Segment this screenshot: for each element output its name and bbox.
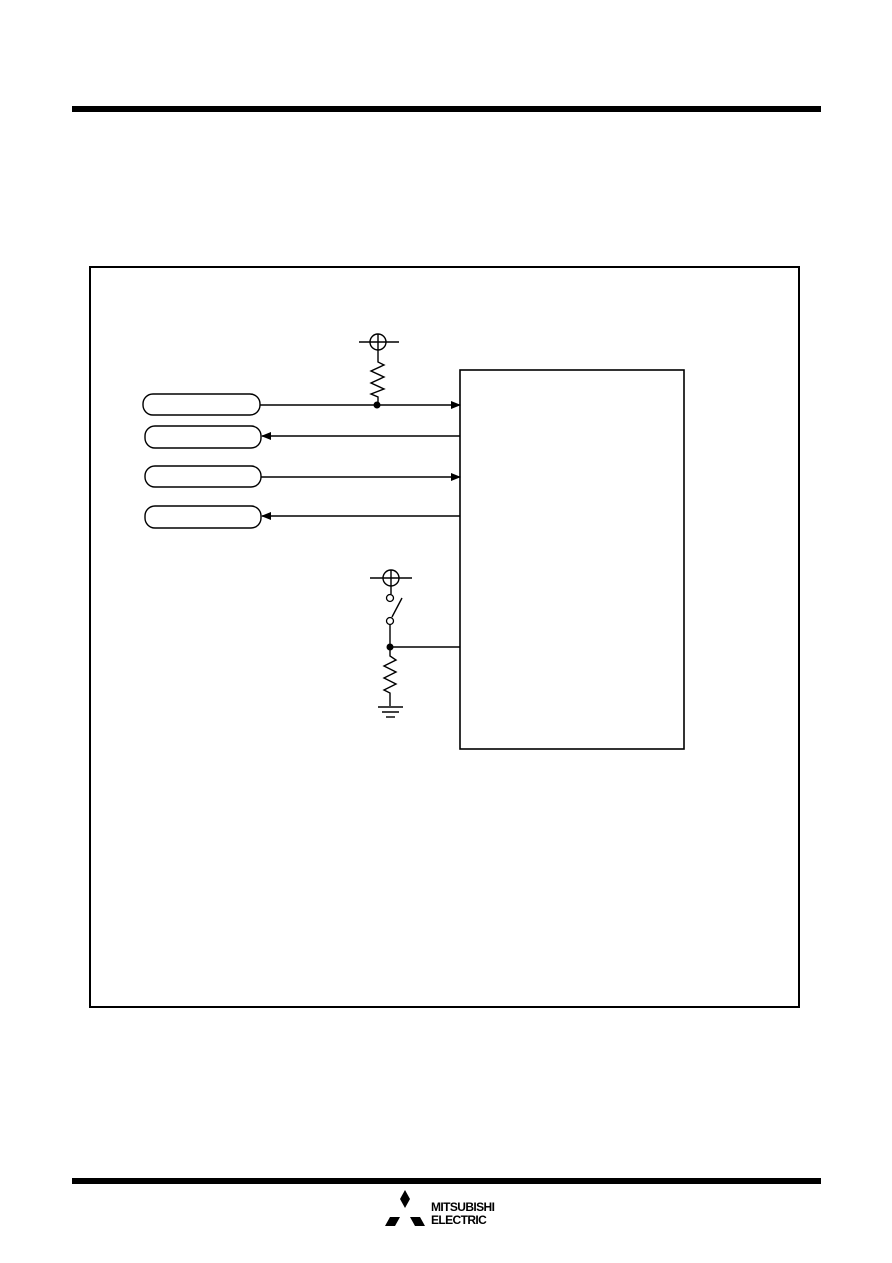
header-rule	[72, 106, 821, 112]
brand-name-line-1: MITSUBISHI	[431, 1200, 495, 1214]
signal-tag-3	[144, 465, 262, 488]
mitsubishi-three-diamonds-icon	[385, 1190, 425, 1226]
ic-block	[459, 369, 685, 750]
vcc-symbol-bottom	[370, 569, 412, 594]
pull-up-resistor	[369, 350, 386, 405]
vcc-symbol-top	[359, 333, 399, 351]
pull-down-resistor	[382, 647, 398, 706]
junction-dot-top	[373, 401, 381, 409]
signal-tag-4	[144, 505, 262, 529]
footer-rule	[72, 1178, 821, 1184]
signal-tag-2	[144, 425, 262, 449]
switch	[385, 593, 403, 647]
signal-tag-1	[142, 393, 261, 416]
figure-frame	[89, 266, 800, 1008]
brand-name-line-2: ELECTRIC	[431, 1213, 487, 1227]
ground-symbol	[378, 706, 403, 718]
